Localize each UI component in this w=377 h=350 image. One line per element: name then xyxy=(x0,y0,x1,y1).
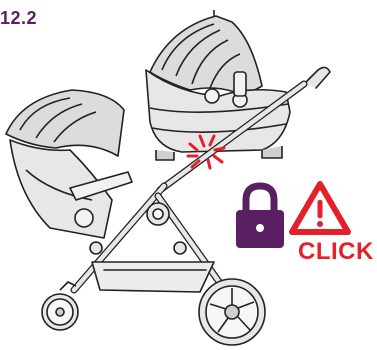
lock-icon xyxy=(236,186,284,248)
warning-triangle-icon xyxy=(292,184,348,232)
click-label: CLICK xyxy=(298,238,374,266)
rear-wheel xyxy=(199,279,265,345)
carrycot xyxy=(146,10,290,160)
step-number: 12.2 xyxy=(0,8,37,29)
seat-unit xyxy=(6,90,132,238)
